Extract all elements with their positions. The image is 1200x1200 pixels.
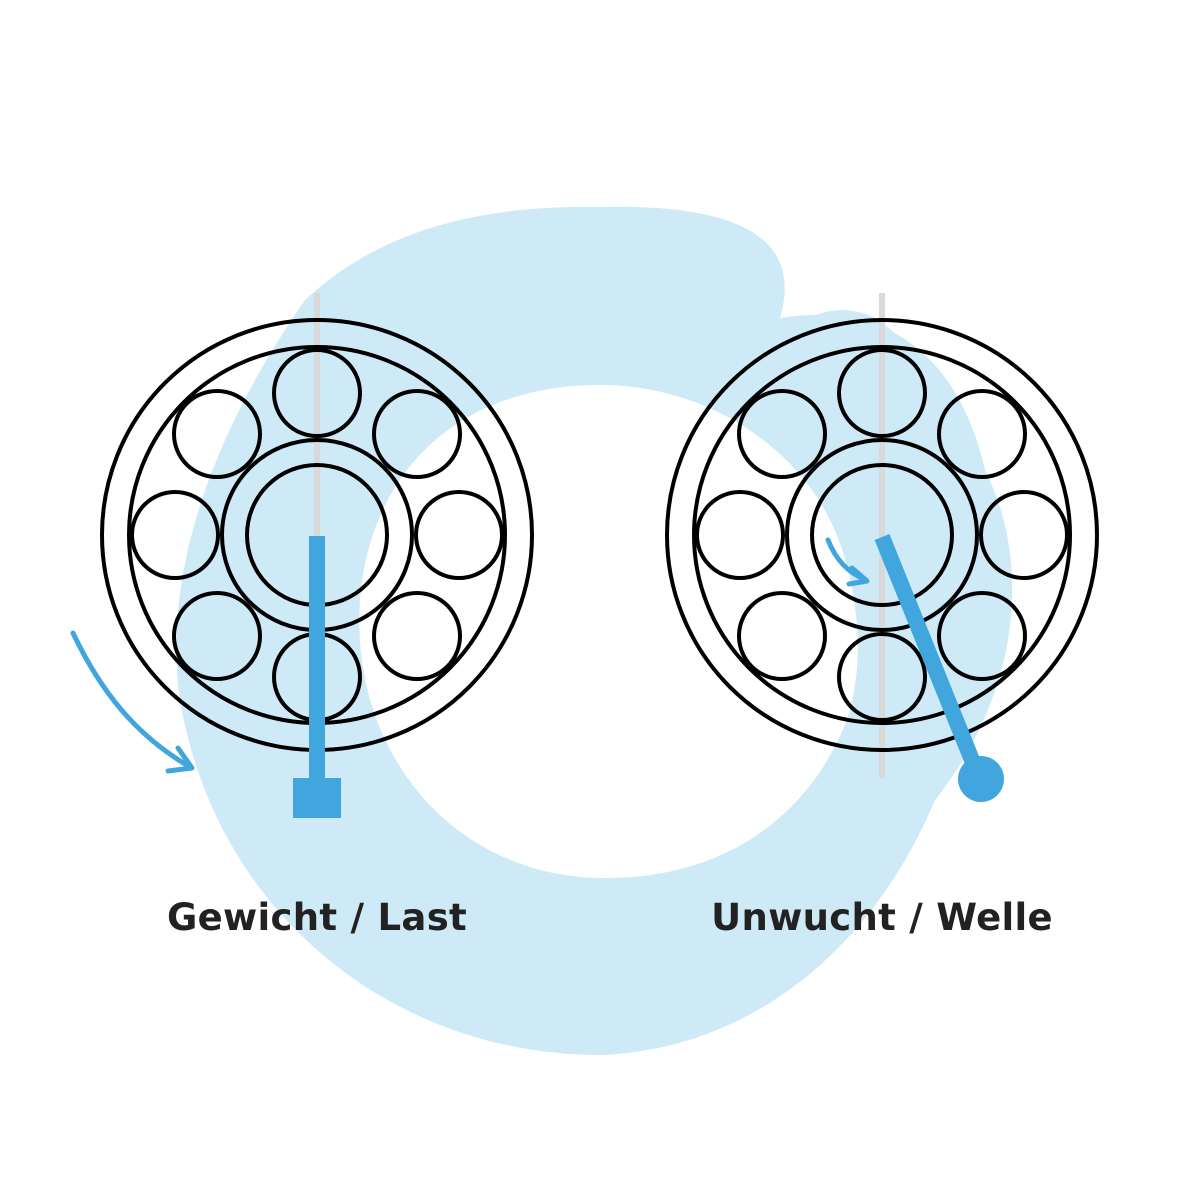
bearing-right <box>665 293 1099 802</box>
unbalance-mass <box>958 756 1004 802</box>
rotation-arrowhead-icon <box>165 745 195 774</box>
rotation-arrow-icon <box>70 630 193 770</box>
ball-top-right <box>937 389 1027 479</box>
ball-top <box>837 348 927 438</box>
ball-top <box>272 348 362 438</box>
rotation-arrowhead-icon <box>846 565 870 587</box>
outer-ring-inner <box>692 345 1072 725</box>
ball-right <box>414 490 504 580</box>
inner-ring-outer <box>785 438 979 632</box>
caption-unbalance-shaft: Unwucht / Welle <box>711 896 1053 939</box>
load-rod <box>309 536 325 782</box>
ball-bottom-right <box>372 591 462 681</box>
ball-bottom-right <box>937 591 1027 681</box>
ball-left <box>695 490 785 580</box>
ball-bottom-left <box>172 591 262 681</box>
ball-top-left <box>737 389 827 479</box>
ball-bottom <box>837 632 927 722</box>
ball-left <box>130 490 220 580</box>
weight-block <box>293 778 341 818</box>
caption-weight-load: Gewicht / Last <box>166 896 468 939</box>
unbalance-rod <box>874 534 986 778</box>
bearing-left <box>70 293 534 818</box>
ball-bottom-left <box>737 591 827 681</box>
ball-top-left <box>172 389 262 479</box>
inner-ring-inner <box>810 463 954 607</box>
outer-ring-outer <box>665 318 1099 752</box>
ball-top-right <box>372 389 462 479</box>
ball-right <box>979 490 1069 580</box>
